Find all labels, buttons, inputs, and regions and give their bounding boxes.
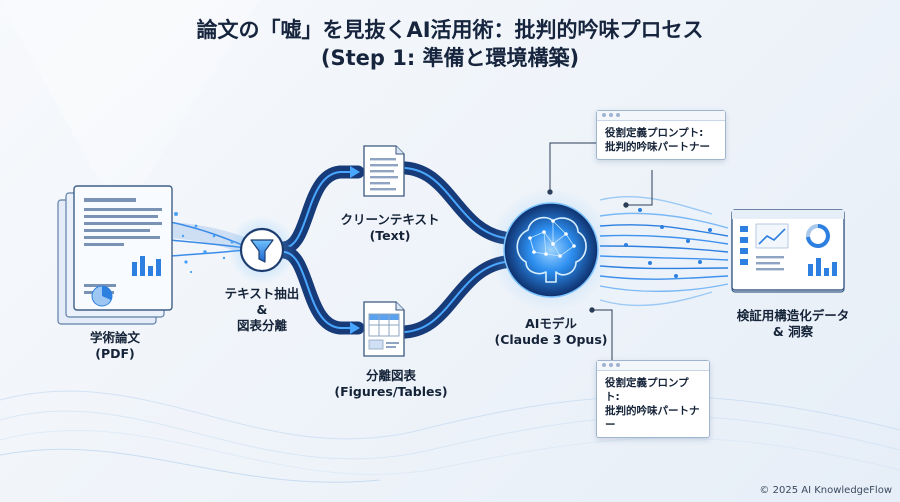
note-top-line2: 批判的吟味パートナー	[605, 141, 710, 153]
copyright-footer: © 2025 AI KnowledgeFlow	[759, 485, 892, 496]
role-prompt-note-top: 役割定義プロンプト: 批判的吟味パートナー	[596, 110, 726, 160]
figures-label-line2: (Figures/Tables)	[334, 384, 448, 399]
table-document-icon	[363, 301, 405, 357]
note-titlebar	[597, 361, 709, 371]
note-connectors	[547, 142, 653, 360]
model-input-paths	[391, 161, 512, 339]
role-prompt-note-bottom: 役割定義プロンプト: 批判的吟味パートナ ー	[596, 360, 710, 438]
extract-node-label: テキスト抽出 & 図表分離	[202, 286, 322, 334]
output-flow-stream	[599, 196, 729, 307]
background-decoration	[0, 390, 900, 483]
note-bottom-line1: 役割定義プロンプト:	[605, 377, 689, 403]
output-node-label: 検証用構造化データ & 洞察	[718, 308, 868, 340]
diagram-title-line2: (Step 1: 準備と環境構築)	[320, 46, 580, 70]
output-label-line2: & 洞察	[772, 324, 814, 339]
extract-label-line2: &	[256, 302, 268, 317]
model-node-label: AIモデル (Claude 3 Opus)	[481, 316, 621, 348]
funnel-filter-icon	[228, 216, 296, 284]
text-label-line1: クリーンテキスト	[340, 212, 440, 227]
dashboard-output-icon	[731, 209, 845, 293]
model-label-line1: AIモデル	[525, 316, 577, 331]
input-label-line2: (PDF)	[95, 346, 135, 361]
figures-node-label: 分離図表 (Figures/Tables)	[316, 368, 466, 400]
note-bottom-line3: ー	[605, 419, 616, 431]
diagram-title-line1: 論文の「嘘」を見抜くAI活用術：批判的吟味プロセス	[196, 18, 704, 42]
text-document-icon	[363, 145, 405, 197]
paper-document-stack-icon	[57, 185, 173, 325]
ai-brain-icon	[489, 188, 613, 312]
note-top-line1: 役割定義プロンプト:	[605, 127, 704, 139]
extract-label-line3: 図表分離	[236, 318, 287, 333]
text-node-label: クリーンテキスト (Text)	[320, 212, 460, 244]
note-titlebar	[597, 111, 725, 121]
input-label-line1: 学術論文	[89, 330, 140, 345]
output-label-line1: 検証用構造化データ	[736, 308, 850, 323]
text-label-line2: (Text)	[369, 228, 411, 243]
extract-label-line1: テキスト抽出	[224, 286, 300, 301]
model-label-line2: (Claude 3 Opus)	[494, 332, 608, 347]
note-bottom-line2: 批判的吟味パートナ	[605, 405, 700, 417]
input-node-label: 学術論文 (PDF)	[55, 330, 175, 362]
figures-label-line1: 分離図表	[365, 368, 416, 383]
